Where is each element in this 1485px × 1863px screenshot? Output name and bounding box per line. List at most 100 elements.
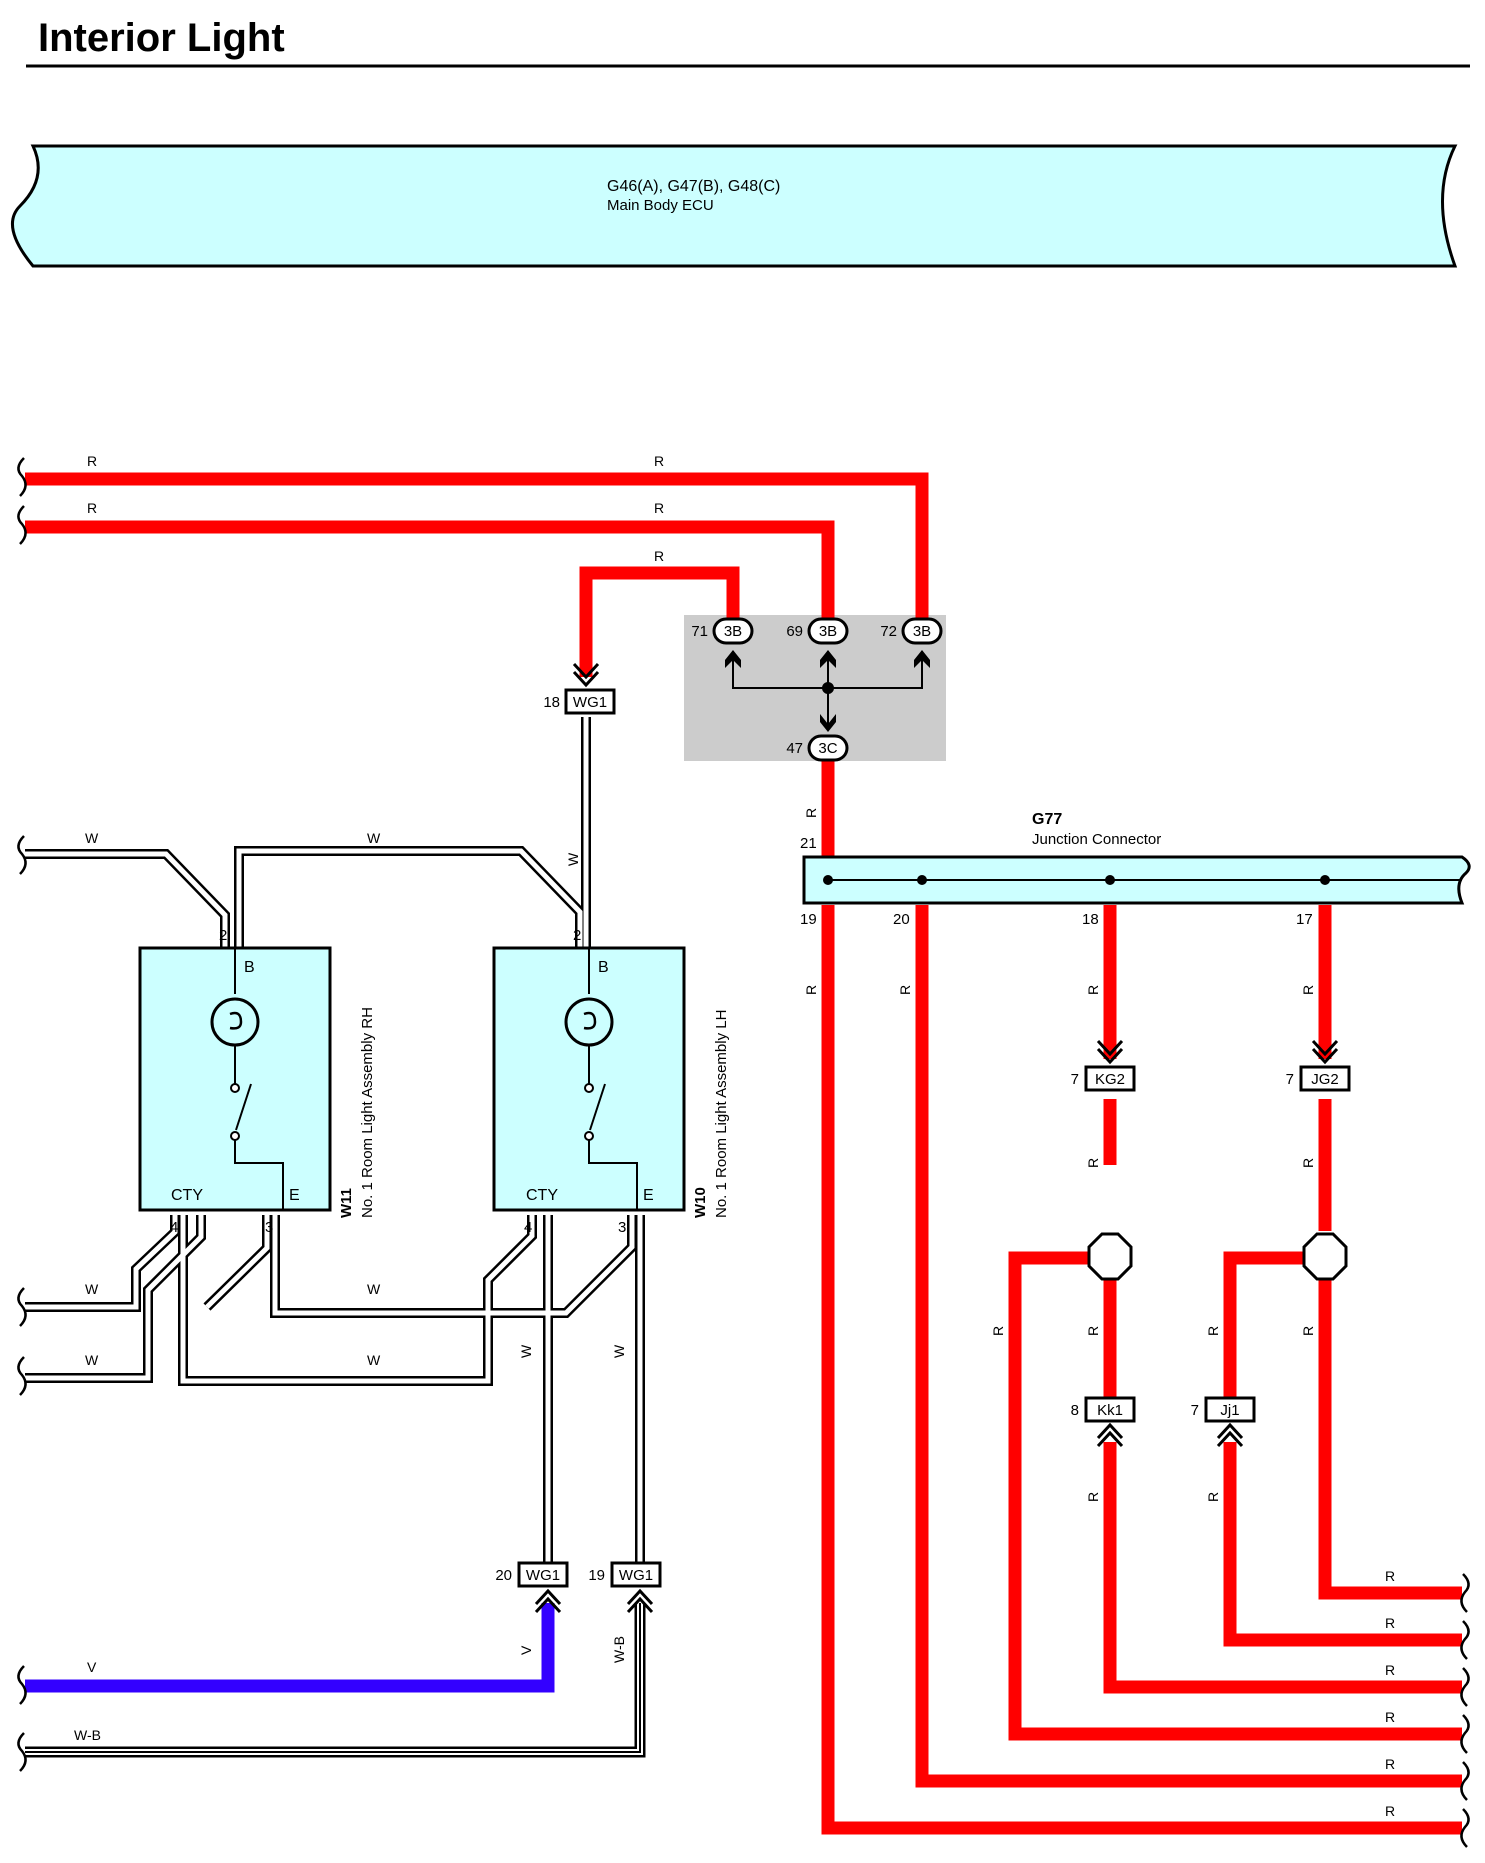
red-wire-69 [25, 520, 835, 630]
svg-text:17: 17 [1296, 911, 1313, 928]
ecu-terminal-47: 3C 47 [786, 734, 849, 762]
svg-text:WG1: WG1 [526, 1567, 560, 1584]
ecu-terminal-72: 3B 72 [880, 617, 943, 645]
svg-text:R: R [1205, 1326, 1221, 1336]
svg-text:WG1: WG1 [619, 1567, 653, 1584]
splice-point-right [1302, 1232, 1348, 1281]
wire-break-marks [17, 457, 1470, 1848]
connector-kk1: Kk1 8 [1071, 1396, 1136, 1448]
svg-text:19: 19 [588, 1567, 605, 1584]
svg-text:R: R [1205, 1492, 1221, 1502]
svg-text:W: W [367, 1281, 381, 1297]
svg-text:R: R [654, 500, 664, 516]
svg-text:R: R [897, 985, 913, 995]
junction-name: Junction Connector [1032, 831, 1161, 848]
svg-text:7: 7 [1071, 1071, 1079, 1088]
connector-wg1-19: WG1 19 [588, 1561, 662, 1614]
junction-code: G77 [1032, 811, 1062, 828]
svg-text:CTY: CTY [526, 1187, 558, 1204]
red-wire-71 [579, 566, 740, 677]
svg-text:2: 2 [573, 927, 581, 944]
red-wire-jj1 [1223, 1442, 1462, 1647]
svg-text:R: R [1385, 1568, 1395, 1584]
red-wire-19 [821, 905, 1462, 1835]
white-black-wire [25, 1603, 646, 1758]
svg-text:R: R [1385, 1709, 1395, 1725]
junction-block-arrows [725, 650, 930, 732]
red-wires [25, 472, 1462, 1835]
ecu-terminal-71: 3B 71 [691, 617, 754, 645]
svg-text:R: R [1385, 1803, 1395, 1819]
svg-text:R: R [1085, 1492, 1101, 1502]
ecu-terminal-69: 3B 69 [786, 617, 849, 645]
junction-connector-g77: G77 Junction Connector 21 19 20 18 17 [800, 811, 1471, 928]
svg-text:R: R [654, 548, 664, 564]
room-light-assembly-lh: B CTY E 2 4 3 W10 No. 1 Room Light Assem… [492, 927, 730, 1236]
svg-text:W: W [367, 830, 381, 846]
ecu-code: G46(A), G47(B), G48(C) [607, 178, 780, 195]
svg-text:W: W [85, 830, 99, 846]
svg-text:7: 7 [1286, 1071, 1294, 1088]
svg-text:20: 20 [893, 911, 910, 928]
connector-jj1: Jj1 7 [1191, 1396, 1256, 1448]
svg-text:W: W [565, 852, 581, 866]
svg-text:4: 4 [524, 1219, 532, 1236]
svg-text:W-B: W-B [611, 1636, 627, 1663]
red-wire-kk-branch [1008, 1251, 1462, 1741]
svg-text:3C: 3C [818, 740, 837, 757]
svg-text:R: R [1385, 1662, 1395, 1678]
svg-text:Jj1: Jj1 [1220, 1402, 1239, 1419]
svg-text:WG1: WG1 [573, 694, 607, 711]
junction-block-wiring [732, 651, 923, 725]
assembly-code: W10 [692, 1187, 709, 1218]
svg-text:R: R [1300, 1158, 1316, 1168]
svg-text:R: R [1385, 1615, 1395, 1631]
splice-point-left [1087, 1232, 1133, 1281]
svg-text:21: 21 [800, 835, 817, 852]
svg-text:19: 19 [800, 911, 817, 928]
svg-text:R: R [1385, 1756, 1395, 1772]
connector-jg2: JG2 7 [1286, 1039, 1351, 1092]
svg-text:3: 3 [265, 1219, 273, 1236]
red-wire-jj-branch [1223, 1251, 1304, 1402]
svg-text:W: W [367, 1352, 381, 1368]
svg-text:V: V [87, 1659, 97, 1675]
svg-text:72: 72 [880, 623, 897, 640]
main-body-ecu: G46(A), G47(B), G48(C) Main Body ECU [11, 144, 1458, 268]
red-wire-72 [25, 472, 929, 630]
switch-icon [589, 1083, 606, 1131]
svg-text:R: R [1085, 985, 1101, 995]
wire-color-labels: R R R R R R R R R R R R R R R R R R R R … [74, 453, 1395, 1819]
svg-text:W: W [85, 1352, 99, 1368]
red-wire-jg2 [1318, 1275, 1462, 1600]
room-light-assembly-rh: B CTY E 2 4 3 W11 No. 1 Room Light Assem… [138, 927, 376, 1236]
svg-text:47: 47 [786, 740, 803, 757]
page-title: Interior Light [38, 16, 285, 60]
svg-text:R: R [87, 453, 97, 469]
svg-text:W: W [85, 1281, 99, 1297]
svg-text:CTY: CTY [171, 1187, 203, 1204]
svg-text:R: R [1300, 1326, 1316, 1336]
svg-text:69: 69 [786, 623, 803, 640]
svg-text:8: 8 [1071, 1402, 1079, 1419]
svg-text:71: 71 [691, 623, 708, 640]
connector-wg1-18: WG1 18 [543, 662, 616, 715]
svg-text:KG2: KG2 [1095, 1071, 1125, 1088]
svg-text:W: W [518, 1344, 534, 1358]
svg-text:3: 3 [618, 1219, 626, 1236]
violet-wire [25, 1603, 555, 1693]
svg-text:3B: 3B [819, 623, 837, 640]
svg-text:W-B: W-B [74, 1727, 101, 1743]
assembly-code: W11 [338, 1188, 355, 1218]
svg-text:W: W [611, 1344, 627, 1358]
svg-text:R: R [803, 808, 819, 818]
svg-text:V: V [518, 1645, 534, 1655]
svg-text:7: 7 [1191, 1402, 1199, 1419]
svg-text:JG2: JG2 [1311, 1071, 1339, 1088]
white-wires [25, 717, 645, 1567]
svg-text:18: 18 [543, 694, 560, 711]
svg-text:R: R [1085, 1158, 1101, 1168]
svg-text:20: 20 [495, 1567, 512, 1584]
svg-text:R: R [990, 1326, 1006, 1336]
